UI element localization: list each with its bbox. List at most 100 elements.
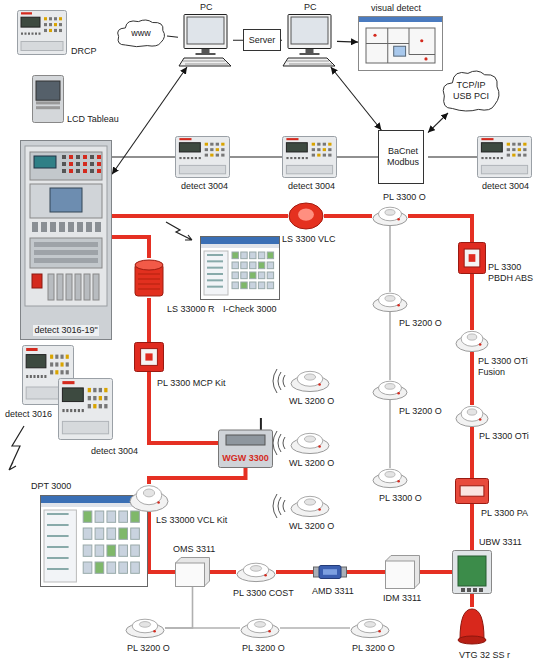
smoke-detector-icon xyxy=(290,432,330,454)
smoke-detector-icon xyxy=(372,206,408,226)
smoke-detector: PL 3200 O xyxy=(372,292,408,312)
smoke-detector: PL 3200 O xyxy=(240,618,280,638)
radio-waves xyxy=(273,369,285,518)
smoke-detector-icon xyxy=(240,618,280,638)
device-label: I-Check 3000 xyxy=(222,304,278,315)
pc-workstation-icon xyxy=(282,14,337,67)
smoke-detector: PL 3200 O xyxy=(125,618,165,638)
smoke-detector: WL 3200 O xyxy=(290,495,330,517)
control-panel: DRCP xyxy=(17,10,67,55)
control-panel-icon xyxy=(58,378,113,440)
io-module: OMS 3311 xyxy=(175,557,210,587)
smoke-detector: PL 3200 O xyxy=(350,618,390,638)
loop-line xyxy=(149,468,246,484)
smoke-detector-icon xyxy=(350,618,390,638)
pc-workstation: PC xyxy=(282,14,337,67)
network-cloud: TCP/IP USB PCI xyxy=(440,68,502,113)
interface-box: Server xyxy=(243,29,281,51)
device-label: OMS 3311 xyxy=(172,544,216,555)
branch-line xyxy=(165,627,240,629)
control-panel: detect 3004 xyxy=(175,136,230,178)
device-label: AMD 3311 xyxy=(311,586,355,597)
device-text: WGW 3300 xyxy=(221,453,270,464)
network-link xyxy=(281,40,282,41)
device-text: www xyxy=(130,28,152,39)
device-label: visual detect xyxy=(370,3,422,14)
lcd-tableau-icon xyxy=(32,75,64,123)
network-link xyxy=(337,41,358,43)
device-label: PL 3300 O xyxy=(382,192,427,203)
network-link xyxy=(428,156,477,157)
device-label: detect 3004 xyxy=(90,446,139,457)
loop-line xyxy=(420,570,452,574)
device-label: WL 3200 O xyxy=(288,521,335,532)
red-sounder-icon xyxy=(457,607,487,645)
software-screen: I-Check 3000 xyxy=(200,236,280,300)
floor-plan-screen-icon xyxy=(358,16,443,71)
rack-cabinet-icon xyxy=(20,140,112,340)
red-sounder: VTG 32 SS r xyxy=(457,607,487,645)
network-link xyxy=(331,67,382,130)
call-point-icon xyxy=(458,242,486,274)
smoke-detector: WL 3200 O xyxy=(290,370,330,392)
red-beacon: LS 33000 R xyxy=(132,258,166,298)
device-label: PL 3300 O xyxy=(378,493,423,504)
network-link xyxy=(233,40,243,41)
red-beacon-icon xyxy=(132,258,166,298)
device-label: PL 3300 PBDH ABS xyxy=(487,262,535,284)
device-text: Server xyxy=(248,35,277,46)
control-panel-icon xyxy=(175,136,230,178)
device-label: WL 3200 O xyxy=(288,396,335,407)
smoke-detector: WL 3200 O xyxy=(290,432,330,454)
device-label: VTG 32 SS r xyxy=(458,650,511,661)
device-label: LCD Tableau xyxy=(66,114,120,125)
device-label: detect 3004 xyxy=(481,181,530,192)
call-point: PL 3300 MCP Kit xyxy=(134,342,164,372)
network-link xyxy=(428,113,448,133)
call-point: PL 3300 PBDH ABS xyxy=(458,242,486,274)
device-label: PL 3300 MCP Kit xyxy=(156,378,227,389)
io-module-icon xyxy=(175,557,210,587)
device-label: PL 3200 O xyxy=(126,643,171,654)
device-label: PC xyxy=(199,2,214,13)
address-module-icon xyxy=(313,565,347,579)
device-label: DRCP xyxy=(70,46,98,57)
control-panel-icon xyxy=(282,136,337,178)
control-panel: detect 3004 xyxy=(477,136,532,178)
device-label: PL 3200 O xyxy=(398,318,443,329)
control-panel: detect 3004 xyxy=(282,136,337,178)
branch-line xyxy=(389,226,391,292)
smoke-detector: PL 3300 OTi xyxy=(455,405,489,427)
smoke-detector-icon xyxy=(290,370,330,392)
smoke-detector-icon xyxy=(125,618,165,638)
loop-line xyxy=(470,427,474,478)
device-label: PL 3200 O xyxy=(398,406,443,417)
device-text: TCP/IP USB PCI xyxy=(452,80,490,102)
wireless-bolt xyxy=(9,426,24,470)
software-screen-icon xyxy=(40,495,148,587)
loop-line xyxy=(347,570,385,574)
smoke-detector-icon xyxy=(129,484,169,512)
smoke-detector: PL 3300 O xyxy=(372,206,408,226)
loop-line xyxy=(112,214,288,218)
control-panel-icon xyxy=(477,136,532,178)
software-screen-icon xyxy=(200,236,280,300)
loop-line xyxy=(470,594,474,607)
smoke-detector: PL 3300 O xyxy=(372,468,408,488)
device-label: DPT 3000 xyxy=(30,481,72,492)
smoke-detector-icon xyxy=(455,405,489,427)
branch-line xyxy=(280,627,350,629)
floor-plan-screen: visual detect xyxy=(358,16,443,71)
monitor-unit: UBW 3311 xyxy=(452,550,492,594)
smoke-detector-icon xyxy=(455,330,489,352)
network-link xyxy=(167,36,178,37)
device-label: PL 3300 COST xyxy=(232,588,295,599)
device-label: IDM 3311 xyxy=(382,593,422,604)
smoke-detector: PL 3200 O xyxy=(372,380,408,400)
loop-line xyxy=(324,214,372,218)
device-label: detect 3016 xyxy=(4,409,53,420)
wireless-bolt xyxy=(166,222,192,240)
device-label: PL 3300 PA xyxy=(480,508,529,519)
io-module-icon xyxy=(385,555,420,589)
device-label: PL 3200 O xyxy=(351,643,396,654)
